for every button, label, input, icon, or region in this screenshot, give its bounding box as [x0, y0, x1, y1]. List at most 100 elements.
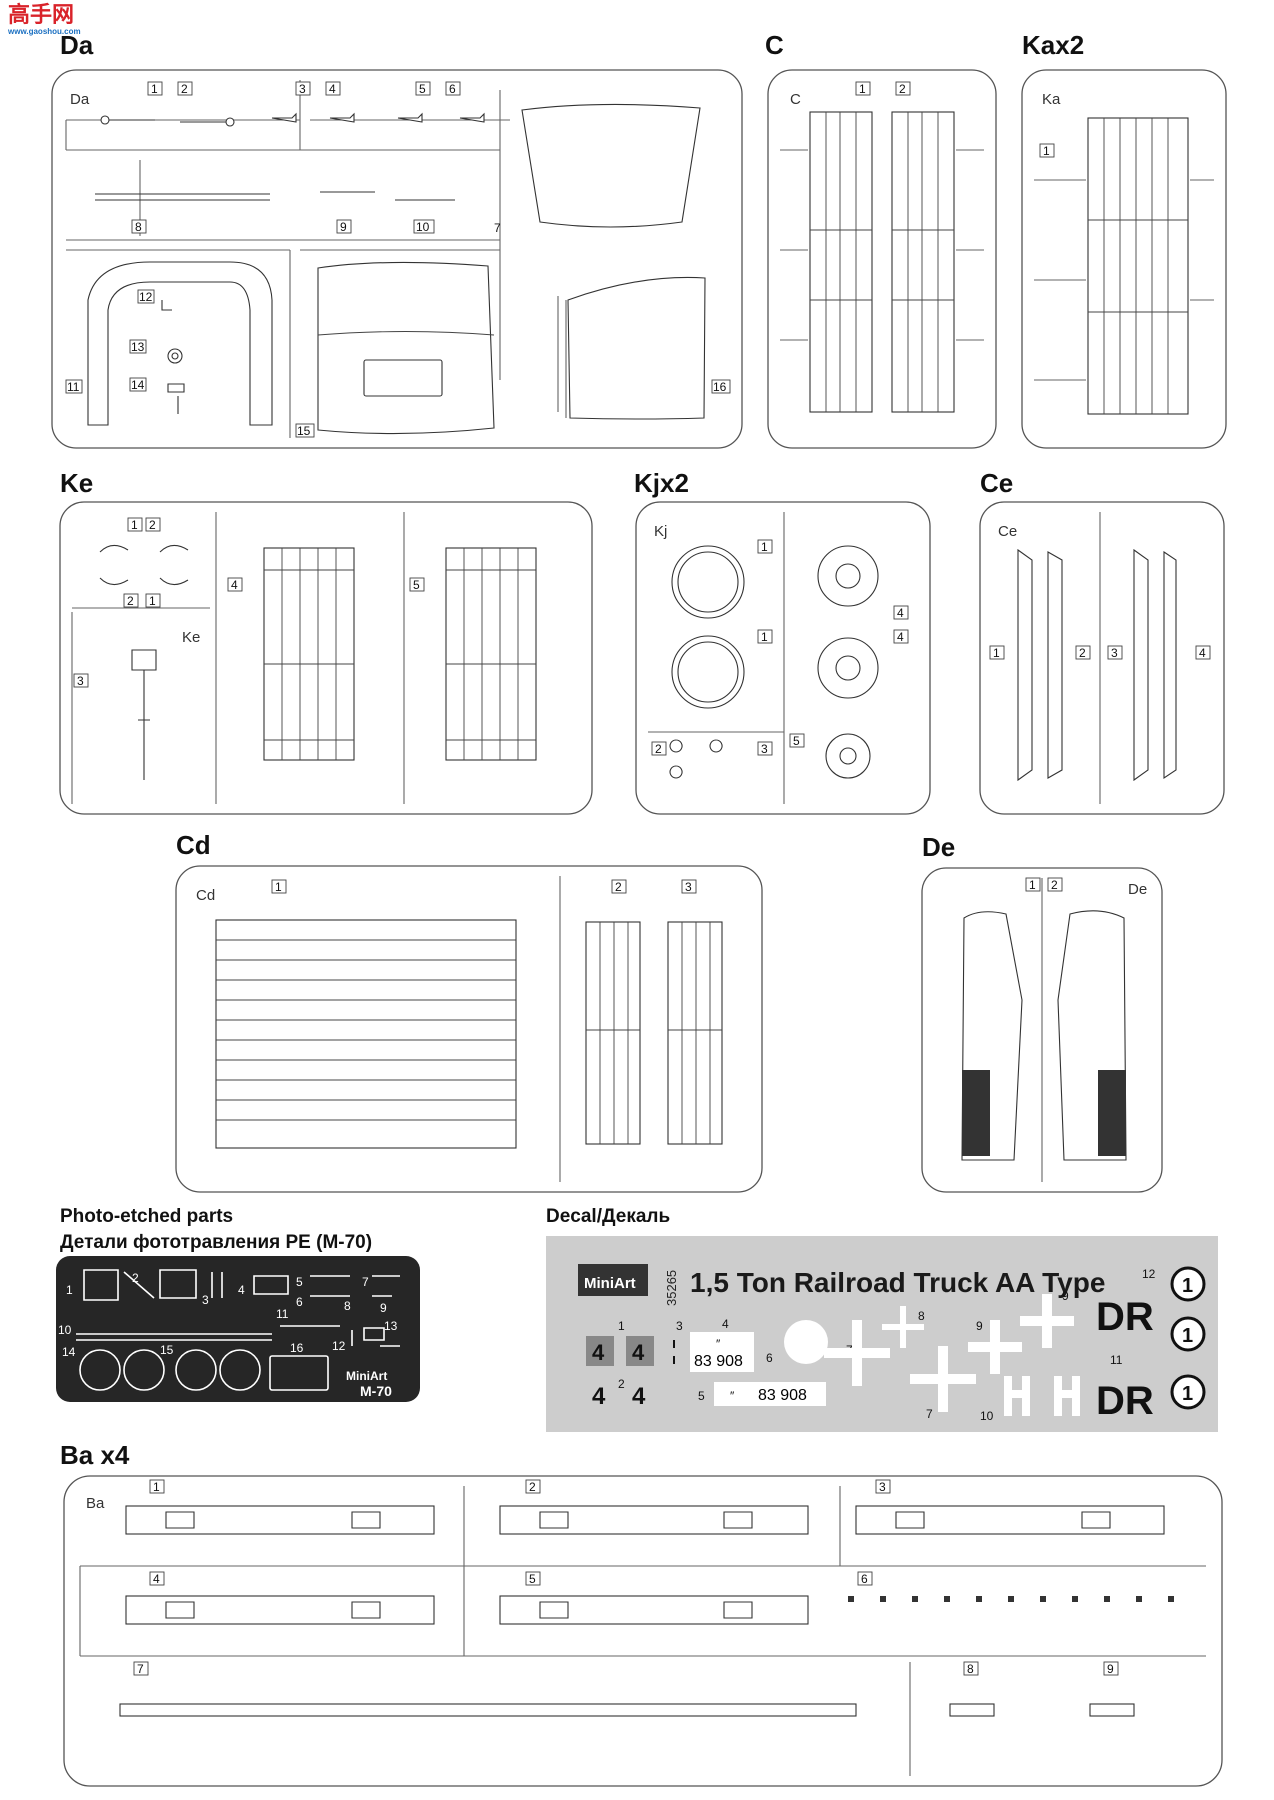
pe-num-13: 13 [384, 1319, 398, 1333]
pe-num-4: 4 [238, 1283, 245, 1297]
da-num-8: 8 [135, 220, 142, 234]
ba-num-3: 3 [879, 1480, 886, 1494]
sprue-de: De De 1 2 [921, 832, 1163, 1193]
sprue-title-kj: Kjx2 [634, 468, 689, 498]
ba-num-7: 7 [137, 1662, 144, 1676]
sprue-title-da: Da [60, 30, 94, 60]
decal-plate-4 [690, 1332, 754, 1372]
ba-num-5: 5 [529, 1572, 536, 1586]
kj-tires [671, 545, 745, 709]
da-num-16: 16 [713, 380, 727, 394]
kj-num-4b: 4 [897, 630, 904, 644]
decal-kit-no: 35265 [664, 1270, 679, 1306]
da-num-15: 15 [297, 424, 311, 438]
sprue-frame-de [921, 867, 1163, 1193]
sprue-frame-ke [59, 501, 593, 815]
sprue-cd: Cd Cd 1 2 3 [175, 830, 763, 1193]
ba-num-2: 2 [529, 1480, 536, 1494]
ba-beams [125, 1505, 1165, 1625]
sprue-title-ke: Ke [60, 468, 93, 498]
da-num-13: 13 [131, 340, 145, 354]
ce-num-2: 2 [1079, 646, 1086, 660]
pe-brand: MiniArt [346, 1369, 387, 1383]
pe-num-10: 10 [58, 1323, 72, 1337]
decal-num-6: 6 [766, 1351, 773, 1365]
ke-num-1a: 1 [131, 518, 138, 532]
decal-num-12: 12 [1142, 1267, 1156, 1281]
da-num-10: 10 [416, 220, 430, 234]
ka-slats [1087, 117, 1189, 415]
pe-code: M-70 [360, 1383, 392, 1399]
da-part-seat-panel [567, 276, 706, 420]
sprue-ka: Kax2 Ka 1 [1021, 30, 1227, 449]
watermark-logo: 高手网 www.gaoshou.com [7, 2, 81, 36]
de-mudguards [961, 910, 1127, 1161]
ba-part-9 [1089, 1703, 1135, 1717]
runners-ka [1034, 179, 1214, 381]
sprue-frame-ba [63, 1475, 1223, 1787]
watermark-text: 高手网 [8, 2, 74, 27]
sprue-title-ka: Kax2 [1022, 30, 1084, 60]
ke-num-1b: 1 [149, 594, 156, 608]
sprue-ce: Ce Ce 1 2 3 4 [979, 468, 1225, 815]
decal-4-box-b [626, 1336, 654, 1366]
photo-etched-section: Photo-etched parts Детали фототравления … [56, 1206, 420, 1402]
sprue-tag-ce: Ce [998, 523, 1017, 540]
runners-ba [79, 1486, 1206, 1776]
decal-brand: MiniArt [584, 1275, 636, 1292]
ba-small-blocks [848, 1596, 1174, 1602]
decal-one-b: 1 [1182, 1325, 1193, 1347]
decal-heading: Decal/Декаль [546, 1206, 670, 1227]
da-rods [95, 191, 455, 201]
sprue-title-cd: Cd [176, 830, 211, 860]
sprue-kj: Kjx2 Kj 1 1 2 3 4 4 5 [634, 468, 931, 815]
sprue-title-ba: Ba x4 [60, 1440, 130, 1470]
decal-4d: 4 [632, 1383, 646, 1410]
decal-num-7b: 7 [926, 1407, 933, 1421]
sprue-frame-da [51, 69, 743, 449]
pe-num-3: 3 [202, 1293, 209, 1307]
cd-num-3: 3 [685, 880, 692, 894]
sprue-tag-ke: Ke [182, 629, 200, 646]
sprue-da: Da Da 1 2 3 4 5 6 7 8 9 10 11 12 [51, 30, 743, 449]
ce-num-4: 4 [1199, 646, 1206, 660]
decal-num-9a: 9 [976, 1319, 983, 1333]
ba-long-rod [119, 1703, 857, 1717]
pe-num-1: 1 [66, 1283, 73, 1297]
kj-num-1b: 1 [761, 630, 768, 644]
decal-one-c: 1 [1182, 1383, 1193, 1405]
decal-num-2: 2 [618, 1377, 625, 1391]
c-slats [809, 111, 955, 413]
de-num-2: 2 [1051, 878, 1058, 892]
da-part-cab-rear [317, 261, 495, 435]
kj-num-3: 3 [761, 742, 768, 756]
cd-num-1: 1 [275, 880, 282, 894]
da-num-11: 11 [67, 380, 80, 394]
ke-slats [263, 547, 537, 761]
pe-num-16: 16 [290, 1341, 304, 1355]
decal-num-11: 11 [1110, 1353, 1123, 1367]
ce-num-3: 3 [1111, 646, 1118, 660]
pe-heading-2: Детали фототравления PE (M-70) [60, 1232, 372, 1253]
da-small-parts-12-14: 12 13 14 [129, 289, 185, 414]
pe-num-6: 6 [296, 1295, 303, 1309]
pe-num-7: 7 [362, 1275, 369, 1289]
sprue-ke: Ke 1 2 2 1 Ke 3 4 5 [59, 468, 593, 815]
sprue-tag-kj: Kj [654, 523, 667, 540]
ba-num-1: 1 [153, 1480, 160, 1494]
da-num-2: 2 [181, 82, 188, 96]
kj-num-4a: 4 [897, 606, 904, 620]
c-num-1: 1 [859, 82, 866, 96]
ce-num-1: 1 [993, 646, 1000, 660]
decal-num-9b: 9 [1062, 1289, 1069, 1303]
pe-num-11: 11 [276, 1307, 289, 1321]
sprue-tag-ba: Ba [86, 1495, 105, 1512]
decal-num-1: 1 [618, 1319, 625, 1333]
decal-num-5: 5 [698, 1389, 705, 1403]
decal-dr-2: DR [1096, 1379, 1154, 1423]
kj-wheels [817, 545, 879, 779]
ke-num-3: 3 [77, 674, 84, 688]
pe-num-5: 5 [296, 1275, 303, 1289]
decal-plate-4-prefix: ″ [716, 1337, 721, 1351]
